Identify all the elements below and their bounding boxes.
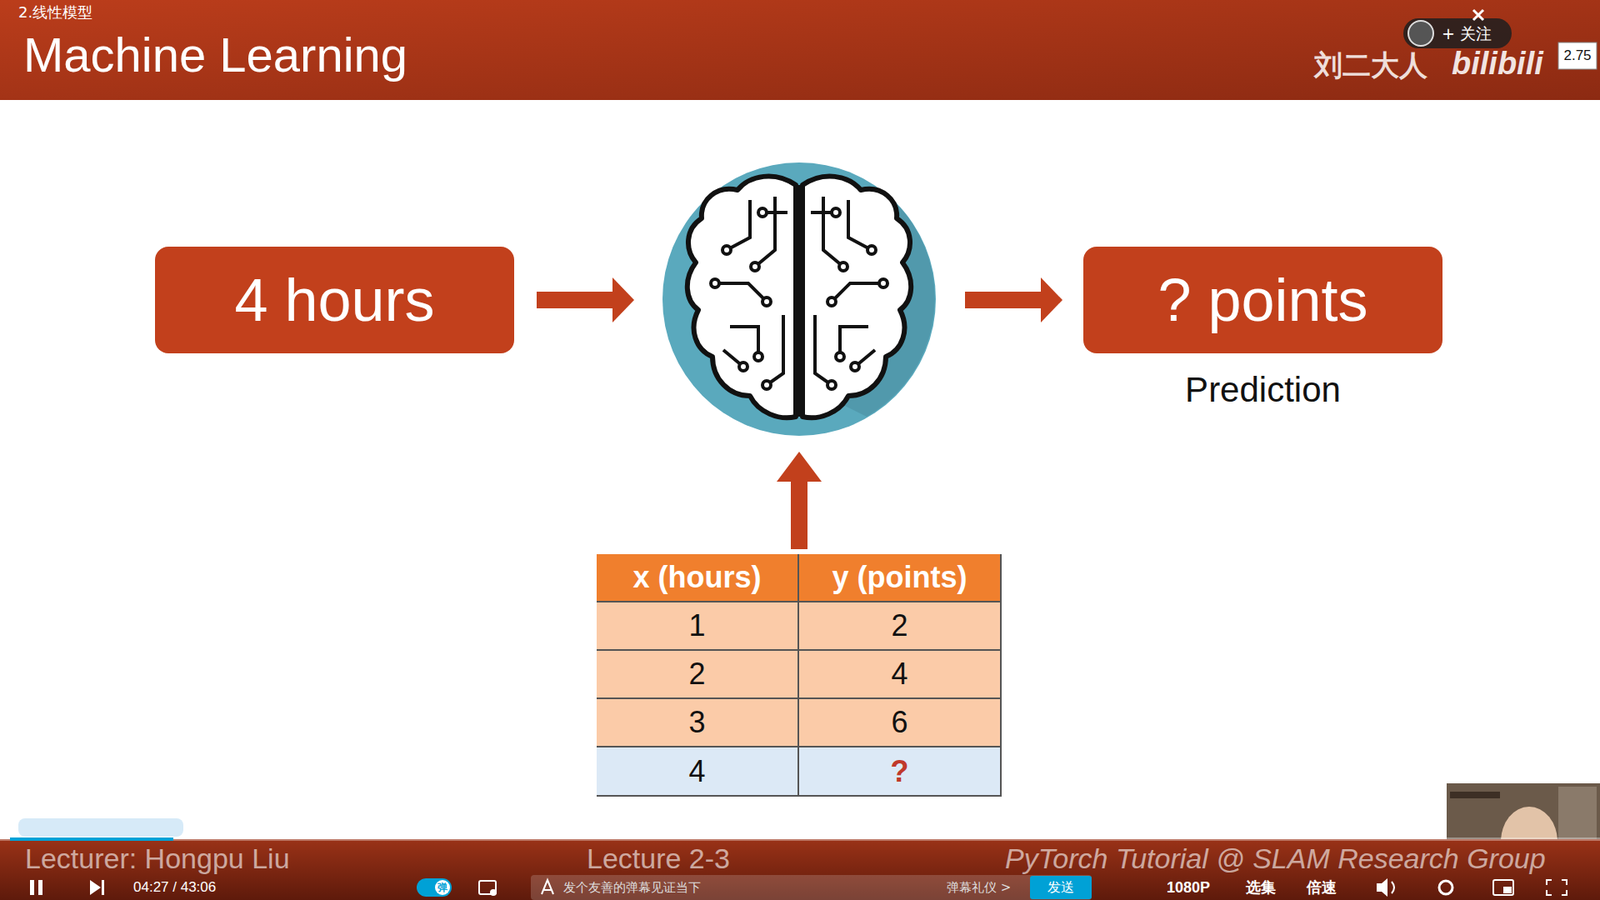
progress-played: [10, 837, 174, 841]
table-cell-text: 1: [688, 608, 705, 644]
speed-button: 倍速: [1306, 877, 1337, 898]
box-label: 4 hours: [234, 265, 435, 335]
process-box: 4 hours: [155, 246, 515, 354]
data-arrow: [776, 451, 822, 550]
box-label: ? points: [1157, 265, 1368, 335]
table-cell: 1: [596, 602, 800, 651]
table-cell: 3: [596, 699, 800, 748]
site-logo: bilibili: [1451, 45, 1544, 82]
danmaku-etiquette: 弹幕礼仪 >: [946, 878, 1011, 897]
speed-value: 2.75: [1560, 45, 1595, 67]
table-cell-text: 4: [890, 656, 908, 692]
close-icon: [1473, 10, 1484, 20]
player-icons: [30, 875, 1567, 900]
table-cell-text: 4: [688, 754, 705, 790]
preview-glow: [18, 818, 184, 837]
table-cell: x (hours): [596, 554, 800, 603]
footer-text: Lecture 2-3: [586, 842, 730, 875]
time-display: 04:27 / 43:06: [133, 877, 216, 898]
output-arrow: [965, 277, 1063, 323]
table-header: x (hours): [632, 560, 761, 595]
table-cell-text: 3: [688, 705, 705, 740]
brain-icon: [662, 162, 936, 436]
send-button: 发送: [1030, 875, 1092, 900]
follow-pill: [1403, 18, 1512, 49]
footer-text: PyTorch Tutorial @ SLAM Research Group: [1005, 842, 1546, 875]
table-cell-text: 2: [688, 656, 705, 692]
table-cell: 2: [596, 650, 800, 700]
table-cell-text: ?: [890, 754, 910, 790]
player-bar: [0, 839, 1600, 900]
table-cell: ?: [799, 747, 1002, 797]
table-cell: 4: [799, 650, 1002, 700]
quality-button: 1080P: [1166, 877, 1210, 898]
table-cell-text: 6: [890, 705, 908, 740]
box-caption: Prediction: [1185, 370, 1341, 410]
table-cell: 2: [799, 602, 1002, 651]
table-cell-text: 2: [890, 608, 908, 644]
uploader-watermark: 刘二大人: [1314, 50, 1428, 80]
input-arrow: [536, 277, 635, 323]
table-cell: 4: [596, 747, 800, 797]
episodes-button: 选集: [1245, 877, 1276, 898]
process-box: ? pointsPrediction: [1083, 246, 1443, 354]
avatar: [1408, 20, 1434, 46]
slide-title: Machine Learning: [23, 25, 408, 85]
overlay-title: 2.线性模型: [18, 3, 93, 22]
footer-text: Lecturer: Hongpu Liu: [25, 842, 290, 875]
table-cell: 6: [799, 699, 1002, 748]
danmaku-toggle: 弹: [436, 880, 449, 895]
table-cell: y (points): [799, 554, 1002, 603]
progress-track: [0, 837, 1600, 841]
title-bar: [0, 0, 1600, 100]
webcam: [1446, 783, 1600, 840]
danmaku-placeholder: 发个友善的弹幕见证当下: [563, 878, 701, 897]
table-header: y (points): [832, 560, 968, 595]
data-table: x (hours) y (points) 1 2 2 4 3 6 4?: [596, 554, 1002, 797]
speed-box: [1558, 42, 1597, 70]
follow-button: + 关注: [1441, 22, 1492, 45]
